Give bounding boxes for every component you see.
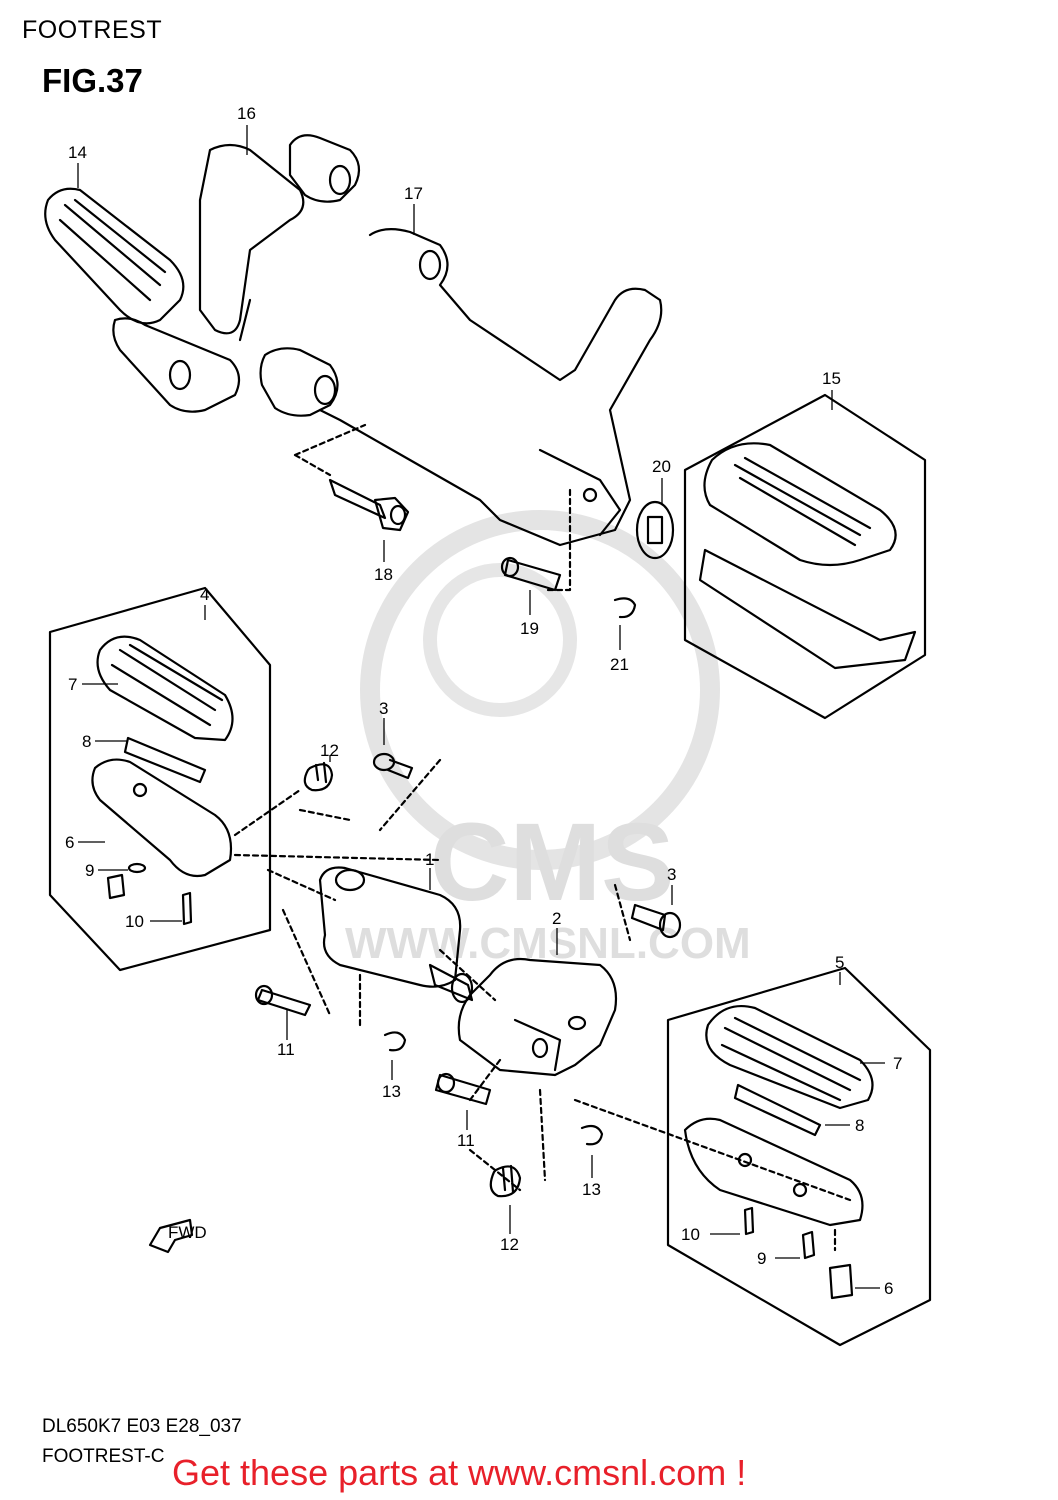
callout-13a: 13 <box>382 1082 401 1101</box>
spring-12b <box>489 1164 522 1198</box>
callout-9b: 9 <box>757 1249 766 1268</box>
callout-2: 2 <box>552 909 561 928</box>
callout-12b: 12 <box>500 1235 519 1254</box>
spring-12a <box>303 761 334 792</box>
fwd-arrow-icon <box>148 1218 194 1254</box>
clip-13a <box>383 1031 407 1052</box>
callout-3b: 3 <box>667 865 676 884</box>
bracket-1 <box>318 866 474 1004</box>
callout-4: 4 <box>200 585 209 604</box>
callout-3a: 3 <box>379 699 388 718</box>
clip-21 <box>613 597 637 619</box>
callout-8a: 8 <box>82 732 91 751</box>
footpeg-left-4 <box>91 635 234 926</box>
clip-13b <box>580 1124 604 1146</box>
callout-6a: 6 <box>65 833 74 852</box>
watermark: CMS WWW.CMSNL.COM <box>345 510 751 968</box>
callout-15: 15 <box>822 369 841 388</box>
callout-18: 18 <box>374 565 393 584</box>
section-title: FOOTREST <box>22 16 163 44</box>
callout-leaders <box>77 125 885 1289</box>
figure-label: FIG.37 <box>42 62 143 99</box>
pin-19 <box>500 556 562 592</box>
callout-13b: 13 <box>582 1180 601 1199</box>
bolt-18 <box>328 478 410 532</box>
diagram-subtitle: FOOTREST-C <box>42 1446 165 1467</box>
callout-19: 19 <box>520 619 539 638</box>
kit-box-15 <box>683 393 927 720</box>
bracket-2 <box>457 957 618 1077</box>
callout-17: 17 <box>404 184 423 203</box>
pin-11a <box>254 984 312 1017</box>
callout-11b: 11 <box>457 1131 475 1150</box>
callout-5: 5 <box>835 953 844 972</box>
callout-21: 21 <box>610 655 629 674</box>
kit-box-4 <box>48 586 272 972</box>
watermark-brand: CMS <box>430 801 674 924</box>
footpeg-right-5 <box>683 1004 874 1300</box>
promo-link[interactable]: Get these parts at www.cmsnl.com ! <box>172 1452 747 1493</box>
callout-1: 1 <box>425 850 434 869</box>
callout-8b: 8 <box>855 1116 864 1135</box>
footrest-bracket-16 <box>44 134 361 413</box>
bolt-3a <box>372 752 414 780</box>
washer-20 <box>635 500 675 560</box>
pin-11b <box>434 1072 492 1106</box>
callout-7a: 7 <box>68 675 77 694</box>
footpeg-rubber-15 <box>698 442 917 670</box>
callout-16: 16 <box>237 104 256 123</box>
diagram-code: DL650K7 E03 E28_037 <box>42 1416 242 1437</box>
callout-9a: 9 <box>85 861 94 880</box>
kit-box-5 <box>666 966 932 1347</box>
callout-6b: 6 <box>884 1279 893 1298</box>
fwd-label: FWD <box>168 1223 207 1242</box>
callout-10b: 10 <box>681 1225 700 1244</box>
callout-11a: 11 <box>277 1040 295 1059</box>
watermark-url: WWW.CMSNL.COM <box>345 919 751 968</box>
callout-20: 20 <box>652 457 671 476</box>
callout-10a: 10 <box>125 912 144 931</box>
callout-14: 14 <box>68 143 87 162</box>
callout-labels: 14 16 17 15 20 18 19 21 4 7 8 6 9 10 3 1… <box>65 104 902 1298</box>
bolt-3b <box>630 903 682 939</box>
callout-12a: 12 <box>320 741 339 760</box>
footrest-bracket-17 <box>259 228 663 547</box>
callout-7b: 7 <box>893 1054 902 1073</box>
